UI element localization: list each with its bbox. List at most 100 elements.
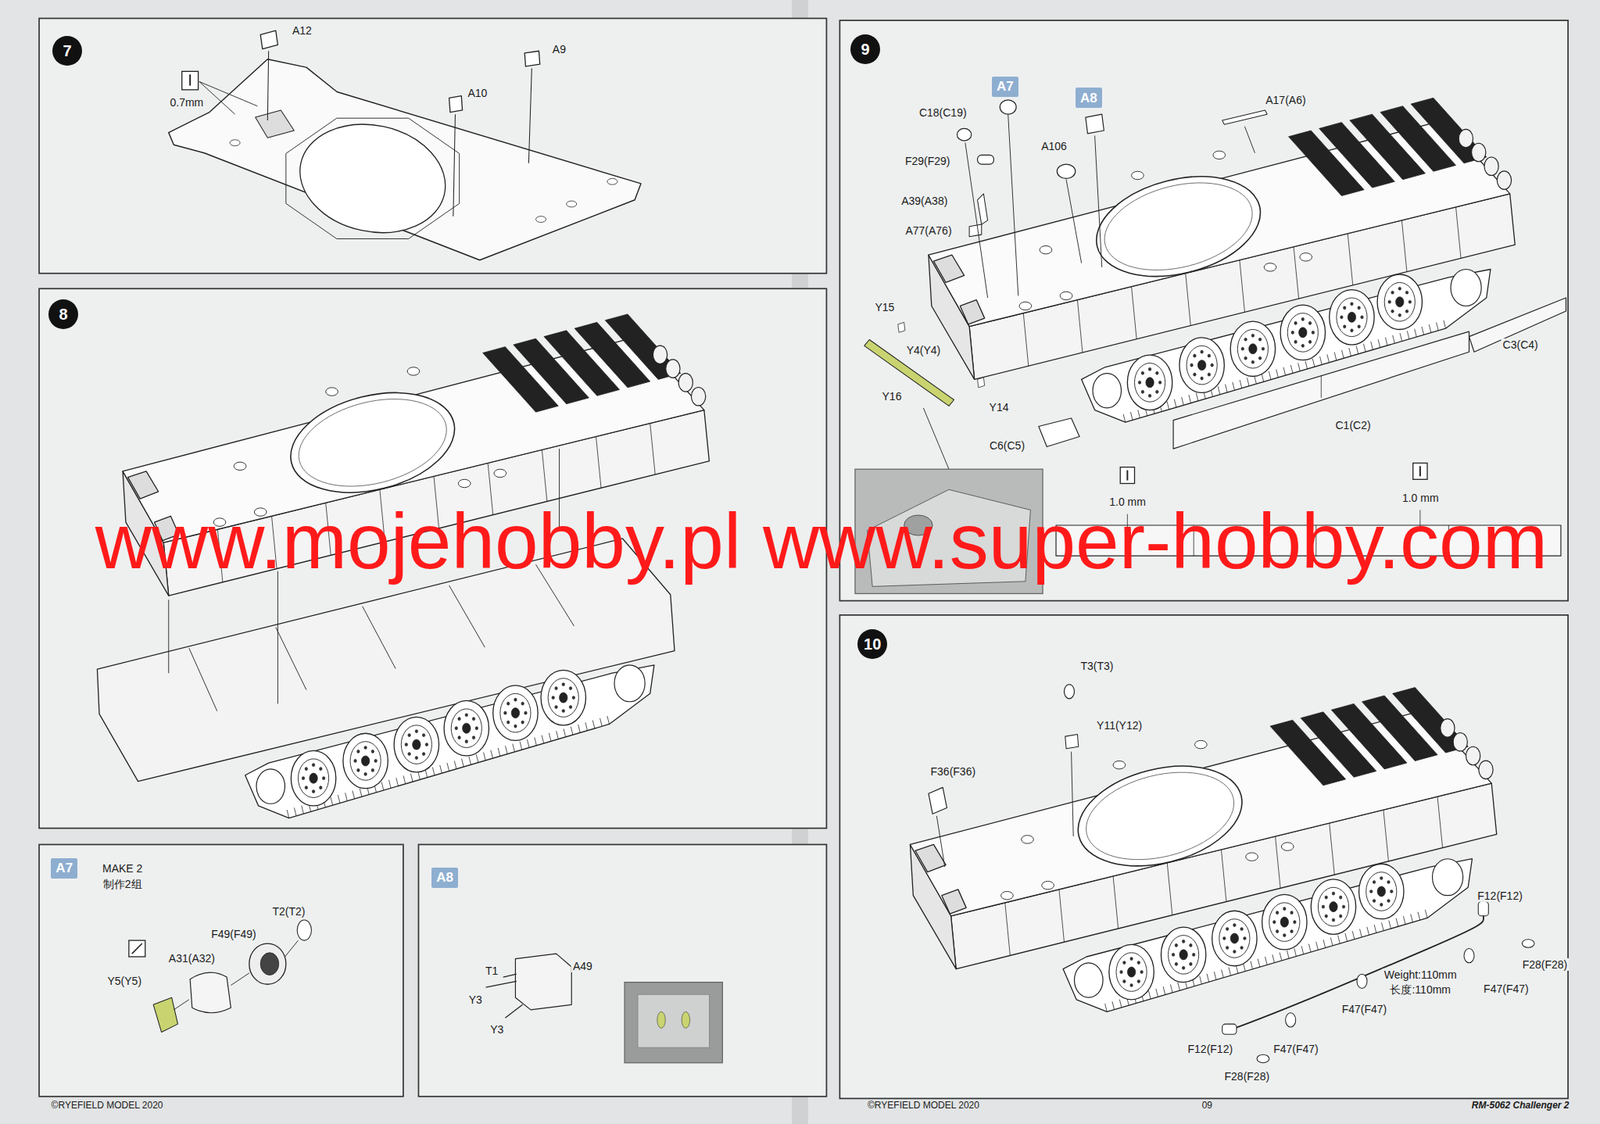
wheel-bolt bbox=[1225, 945, 1229, 949]
track-link bbox=[1235, 965, 1239, 974]
track-link bbox=[1385, 337, 1388, 346]
wheel-bolt bbox=[561, 708, 566, 713]
wheel-bolt bbox=[1290, 911, 1294, 915]
watermark: www.mojehobby.pl www.super-hobby.com bbox=[95, 501, 1548, 580]
side-panel-line bbox=[1383, 809, 1389, 862]
skirt-seam bbox=[1320, 375, 1322, 398]
wheel-bolt bbox=[1294, 340, 1298, 344]
wheel-bolt bbox=[1200, 350, 1204, 354]
exhaust-drum bbox=[1453, 732, 1468, 751]
part-number: A10 bbox=[465, 86, 489, 100]
track-link bbox=[1123, 414, 1126, 423]
track-link bbox=[541, 735, 545, 744]
wheel-bolt bbox=[1174, 943, 1178, 947]
track-link bbox=[1246, 377, 1250, 386]
road-wheel-rim bbox=[1269, 902, 1300, 942]
skirt-c1 bbox=[1173, 331, 1469, 449]
part-a12 bbox=[260, 30, 278, 49]
track-link bbox=[526, 739, 530, 748]
wheel-bolt bbox=[554, 686, 559, 690]
wheel-bolt bbox=[1155, 390, 1159, 394]
road-wheel bbox=[290, 750, 336, 806]
wheel-hub bbox=[1347, 311, 1356, 323]
track-link bbox=[1105, 1003, 1108, 1012]
track-link bbox=[1276, 368, 1279, 377]
wheel-bolt bbox=[1283, 934, 1287, 938]
guide-line bbox=[168, 599, 169, 673]
wheel-bolt bbox=[1308, 340, 1312, 344]
headlight-box bbox=[941, 889, 967, 914]
part-number: F47(F47) bbox=[1340, 1002, 1389, 1016]
wheel-bolt bbox=[1251, 360, 1255, 364]
part-a7-lamp bbox=[999, 100, 1017, 115]
wheel-bolt bbox=[1331, 891, 1336, 895]
turret-ring-inner bbox=[1077, 758, 1244, 874]
wheel-bolt bbox=[506, 720, 510, 724]
wheel-bolt bbox=[408, 733, 412, 737]
track-link bbox=[468, 756, 472, 765]
road-wheel bbox=[1179, 337, 1225, 393]
track-link bbox=[497, 748, 501, 756]
leader-line bbox=[1244, 126, 1255, 154]
road-wheel-rim bbox=[451, 708, 482, 749]
part-number: C6(C5) bbox=[987, 439, 1027, 452]
wheel-bolt bbox=[318, 786, 323, 790]
road-wheel bbox=[493, 685, 538, 741]
road-wheel bbox=[393, 716, 439, 772]
track-link bbox=[1323, 939, 1326, 948]
track-link bbox=[1360, 929, 1363, 938]
track-link bbox=[592, 719, 595, 728]
wheel-bolt bbox=[1158, 380, 1162, 384]
wheel-bolt bbox=[404, 742, 409, 746]
wheel-bolt bbox=[364, 745, 368, 749]
wheel-bolt bbox=[1357, 325, 1361, 329]
hatch-detail bbox=[407, 367, 420, 376]
track-link bbox=[1254, 375, 1257, 384]
track-link bbox=[1443, 320, 1447, 329]
wheel-bolt bbox=[371, 749, 375, 753]
hatch-detail bbox=[1263, 263, 1277, 272]
track-link bbox=[1395, 918, 1399, 927]
wheel-hub bbox=[1145, 377, 1154, 388]
track-link bbox=[1327, 354, 1330, 362]
track-link bbox=[1421, 326, 1425, 335]
part-y16 bbox=[864, 340, 955, 407]
road-wheel-rim bbox=[400, 725, 432, 765]
road-wheel-rim bbox=[1336, 297, 1368, 337]
part-c6 bbox=[1038, 418, 1080, 448]
part-c18 bbox=[956, 128, 971, 141]
idler-wheel bbox=[1074, 962, 1104, 998]
wheel-bolt bbox=[472, 736, 476, 740]
track-link bbox=[505, 745, 509, 754]
side-panel-line bbox=[1220, 849, 1227, 903]
track-link bbox=[1239, 379, 1243, 388]
part-f12 bbox=[1478, 902, 1489, 917]
wheel-bolt bbox=[1130, 957, 1134, 961]
floor-rib bbox=[189, 647, 218, 711]
side-panel-line bbox=[1005, 902, 1011, 956]
track-link bbox=[1290, 365, 1293, 373]
step7-drawing bbox=[168, 30, 641, 261]
wheel-bolt bbox=[1388, 300, 1392, 304]
step-number-text: 7 bbox=[63, 42, 72, 59]
drive-sprocket bbox=[1432, 859, 1464, 896]
track-link bbox=[548, 733, 552, 741]
pin-y3 bbox=[504, 1004, 523, 1018]
wheel-bolt bbox=[569, 686, 573, 690]
photo-detail bbox=[637, 994, 709, 1048]
badge-text: A8 bbox=[1080, 91, 1098, 105]
wheel-hub bbox=[1179, 949, 1188, 960]
track-link bbox=[600, 718, 603, 727]
part-number: Y3 bbox=[467, 993, 484, 1006]
track-link bbox=[403, 775, 406, 784]
track-link bbox=[293, 807, 297, 816]
drill-bit bbox=[1126, 470, 1128, 481]
step10-tank bbox=[909, 687, 1497, 1013]
wheel-bolt bbox=[1123, 979, 1127, 983]
wheel-hub bbox=[1249, 343, 1257, 355]
track-link bbox=[352, 791, 355, 799]
road-wheel bbox=[1160, 927, 1206, 982]
road-wheel bbox=[1359, 863, 1404, 919]
leader-line bbox=[965, 143, 988, 298]
